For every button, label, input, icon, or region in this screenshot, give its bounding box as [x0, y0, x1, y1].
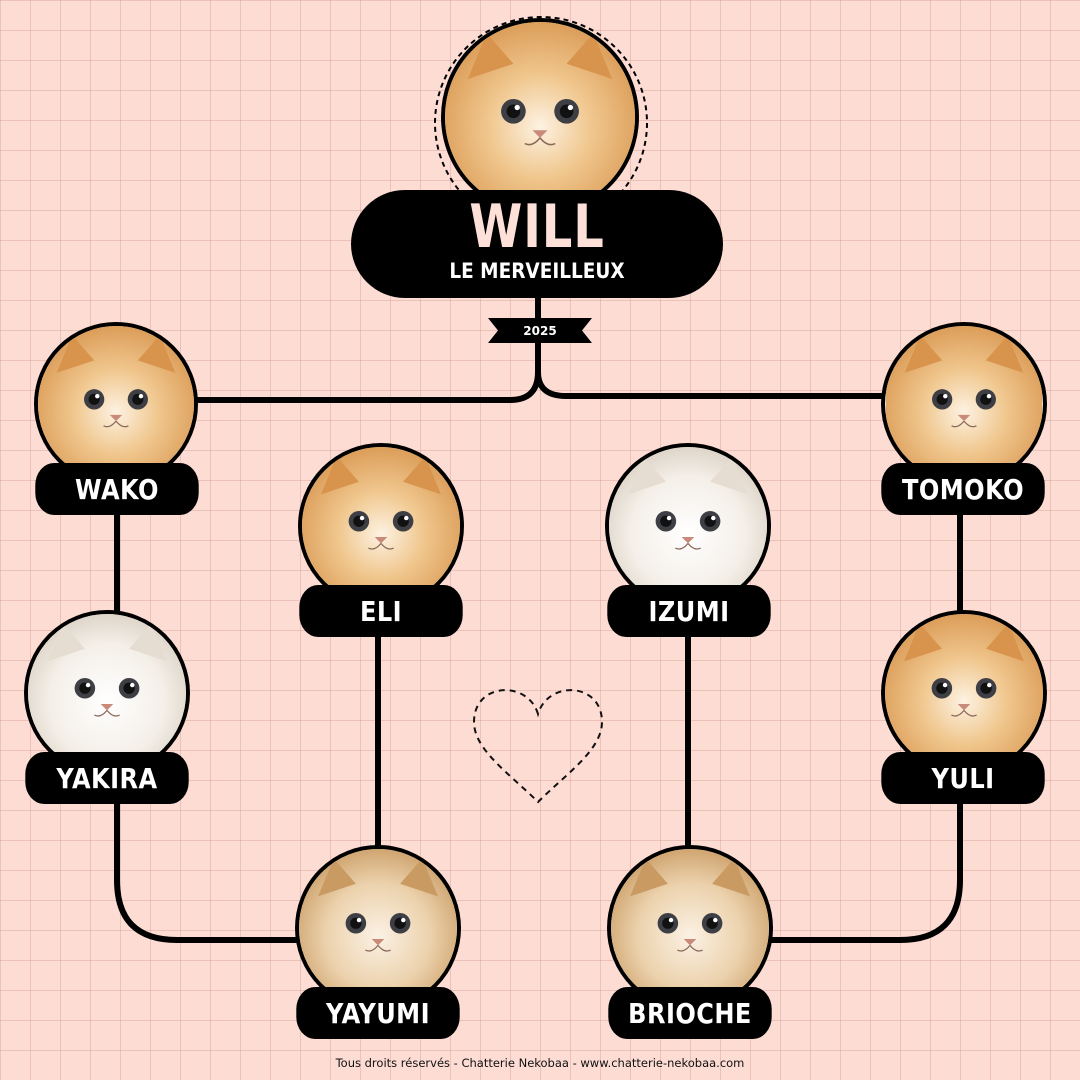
brioche-photo: [607, 845, 773, 1011]
izumi-label: IZUMI: [607, 585, 771, 637]
main-cat-photo: [441, 18, 639, 216]
wako-label: WAKO: [35, 463, 199, 515]
tomoko-label: TOMOKO: [881, 463, 1045, 515]
yayumi-name: YAYUMI: [326, 996, 430, 1030]
year-ribbon: 2025: [488, 318, 592, 343]
yuli-label: YULI: [881, 752, 1045, 804]
yakira-name: YAKIRA: [56, 761, 158, 795]
connector-yakira-yayumi: [114, 800, 299, 943]
tomoko-name: TOMOKO: [902, 472, 1024, 506]
main-cat-name: WILL: [469, 192, 605, 262]
footer-copyright: Tous droits réservés - Chatterie Nekobaa…: [335, 1056, 745, 1070]
yayumi-label: YAYUMI: [296, 987, 460, 1039]
brioche-name: BRIOCHE: [628, 996, 752, 1030]
year-text: 2025: [523, 323, 557, 338]
connector-yuli-brioche: [767, 800, 963, 943]
tomoko-photo: [881, 322, 1047, 486]
eli-name: ELI: [359, 594, 403, 628]
yuli-photo: [881, 610, 1047, 776]
heart-outline-icon: [472, 689, 604, 804]
izumi-name: IZUMI: [648, 594, 730, 628]
yakira-photo: [24, 610, 190, 776]
main-cat-subtitle: LE MERVEILLEUX: [449, 259, 625, 283]
wako-photo: [34, 322, 198, 486]
connector-main-tomoko: [535, 369, 885, 399]
yuli-name: YULI: [931, 761, 995, 795]
eli-label: ELI: [299, 585, 463, 637]
ribbon-shape: [488, 318, 592, 343]
main-name-plate: WILL LE MERVEILLEUX: [351, 190, 723, 298]
brioche-label: BRIOCHE: [608, 987, 772, 1039]
wako-name: WAKO: [75, 472, 159, 506]
connector-main-wako: [195, 369, 541, 403]
yayumi-photo: [295, 845, 461, 1011]
yakira-label: YAKIRA: [25, 752, 189, 804]
